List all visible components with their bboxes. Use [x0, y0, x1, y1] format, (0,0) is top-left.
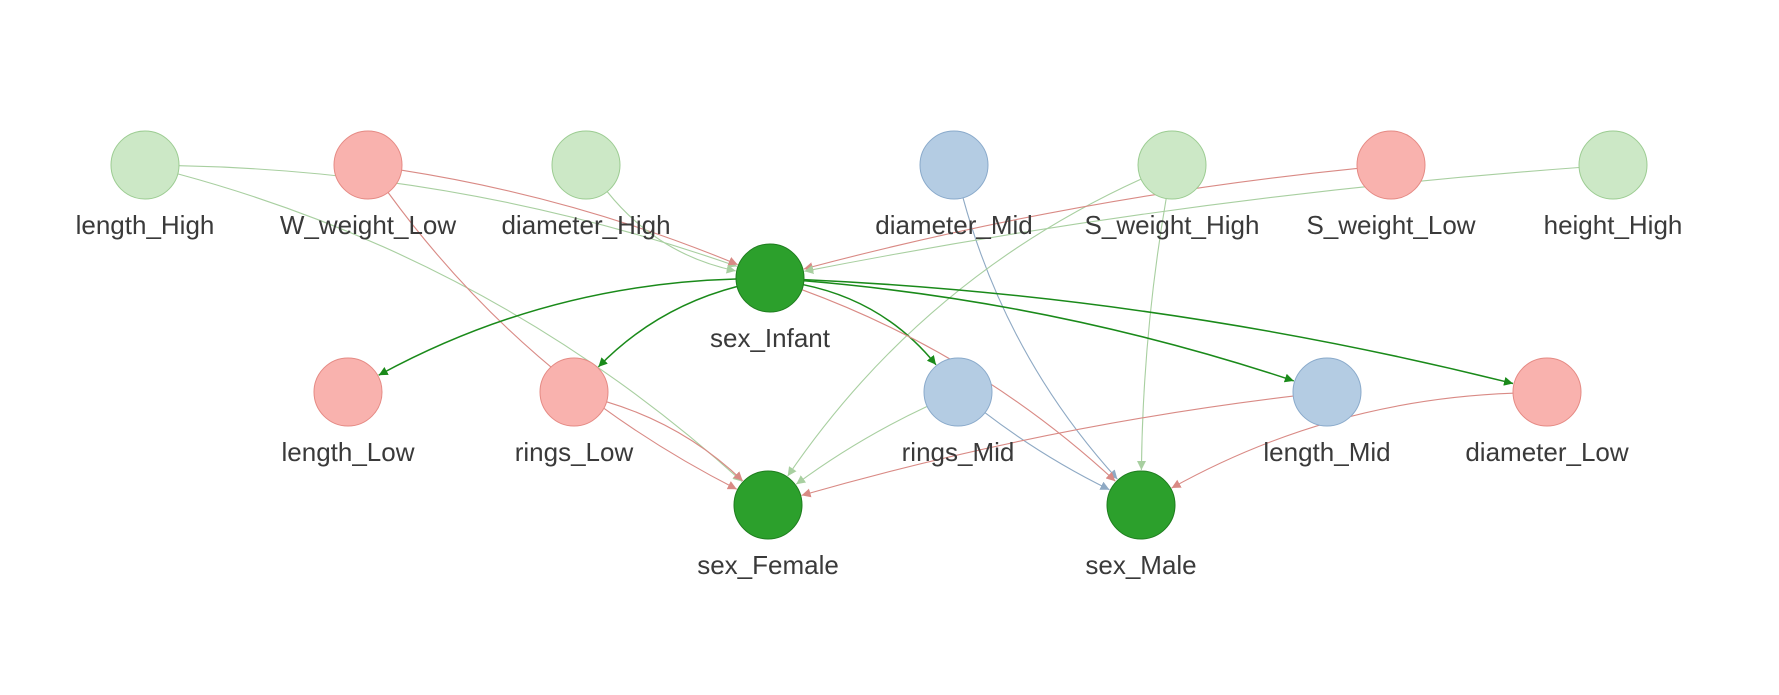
node-length_High[interactable]: length_High — [76, 130, 215, 240]
edge-height_High-to-sex_Infant — [804, 166, 1580, 274]
node-label-S_weight_High: S_weight_High — [1085, 210, 1260, 240]
edge-S_weight_High-to-sex_Female — [787, 178, 1142, 477]
edge-rings_Mid-to-sex_Female — [795, 405, 928, 485]
node-circle-sex_Female[interactable] — [733, 470, 803, 540]
node-label-length_High: length_High — [76, 210, 215, 240]
node-circle-height_High[interactable] — [1578, 130, 1648, 200]
node-sex_Female[interactable]: sex_Female — [697, 470, 839, 580]
edge-sex_Infant-to-rings_Mid — [803, 283, 937, 366]
node-label-diameter_Mid: diameter_Mid — [875, 210, 1033, 240]
node-circle-length_Mid[interactable] — [1292, 357, 1362, 427]
node-diameter_Low[interactable]: diameter_Low — [1465, 357, 1629, 467]
node-label-diameter_Low: diameter_Low — [1465, 437, 1629, 467]
edge-W_weight_Low-to-sex_Female — [387, 192, 738, 490]
node-diameter_High[interactable]: diameter_High — [501, 130, 671, 240]
edge-diameter_High-to-sex_Infant — [606, 191, 736, 274]
edge-length_High-to-sex_Infant — [178, 165, 738, 268]
edge-S_weight_High-to-sex_Male — [1137, 198, 1167, 471]
node-W_weight_Low[interactable]: W_weight_Low — [280, 130, 457, 240]
node-sex_Infant[interactable]: sex_Infant — [710, 243, 831, 353]
node-rings_Mid[interactable]: rings_Mid — [902, 357, 1015, 467]
edge-length_Mid-to-sex_Female — [801, 395, 1294, 498]
node-circle-diameter_High[interactable] — [551, 130, 621, 200]
node-label-rings_Low: rings_Low — [515, 437, 634, 467]
edge-rings_Mid-to-sex_Male — [984, 412, 1110, 491]
edge-S_weight_Low-to-sex_Infant — [803, 167, 1358, 272]
node-length_Mid[interactable]: length_Mid — [1263, 357, 1391, 467]
node-rings_Low[interactable]: rings_Low — [515, 357, 634, 467]
node-circle-diameter_Low[interactable] — [1512, 357, 1582, 427]
node-label-sex_Infant: sex_Infant — [710, 323, 831, 353]
edge-rings_Low-to-sex_Female — [606, 401, 744, 482]
node-circle-rings_Mid[interactable] — [923, 357, 993, 427]
node-diameter_Mid[interactable]: diameter_Mid — [875, 130, 1033, 240]
node-sex_Male[interactable]: sex_Male — [1085, 470, 1197, 580]
node-length_Low[interactable]: length_Low — [282, 357, 415, 467]
node-circle-diameter_Mid[interactable] — [919, 130, 989, 200]
node-label-S_weight_Low: S_weight_Low — [1306, 210, 1475, 240]
node-circle-S_weight_High[interactable] — [1137, 130, 1207, 200]
node-S_weight_High[interactable]: S_weight_High — [1085, 130, 1260, 240]
edge-sex_Infant-to-diameter_Low — [803, 278, 1514, 386]
edge-sex_Infant-to-rings_Low — [597, 285, 738, 368]
node-label-diameter_High: diameter_High — [501, 210, 670, 240]
edge-sex_Infant-to-length_Mid — [803, 280, 1295, 383]
node-circle-W_weight_Low[interactable] — [333, 130, 403, 200]
node-S_weight_Low[interactable]: S_weight_Low — [1306, 130, 1476, 240]
node-label-W_weight_Low: W_weight_Low — [280, 210, 457, 240]
edges-layer — [177, 165, 1580, 498]
node-circle-rings_Low[interactable] — [539, 357, 609, 427]
node-label-sex_Female: sex_Female — [697, 550, 839, 580]
node-circle-S_weight_Low[interactable] — [1356, 130, 1426, 200]
node-circle-length_High[interactable] — [110, 130, 180, 200]
edge-length_High-to-sex_Female — [177, 173, 743, 482]
node-circle-sex_Male[interactable] — [1106, 470, 1176, 540]
edge-W_weight_Low-to-sex_Infant — [401, 169, 738, 266]
node-circle-sex_Infant[interactable] — [735, 243, 805, 313]
node-label-length_Mid: length_Mid — [1263, 437, 1390, 467]
edge-diameter_Mid-to-sex_Male — [962, 197, 1118, 480]
edge-sex_Infant-to-length_Low — [378, 278, 737, 376]
node-label-length_Low: length_Low — [282, 437, 415, 467]
node-label-height_High: height_High — [1544, 210, 1683, 240]
node-label-rings_Mid: rings_Mid — [902, 437, 1015, 467]
node-height_High[interactable]: height_High — [1544, 130, 1683, 240]
node-label-sex_Male: sex_Male — [1085, 550, 1196, 580]
node-circle-length_Low[interactable] — [313, 357, 383, 427]
